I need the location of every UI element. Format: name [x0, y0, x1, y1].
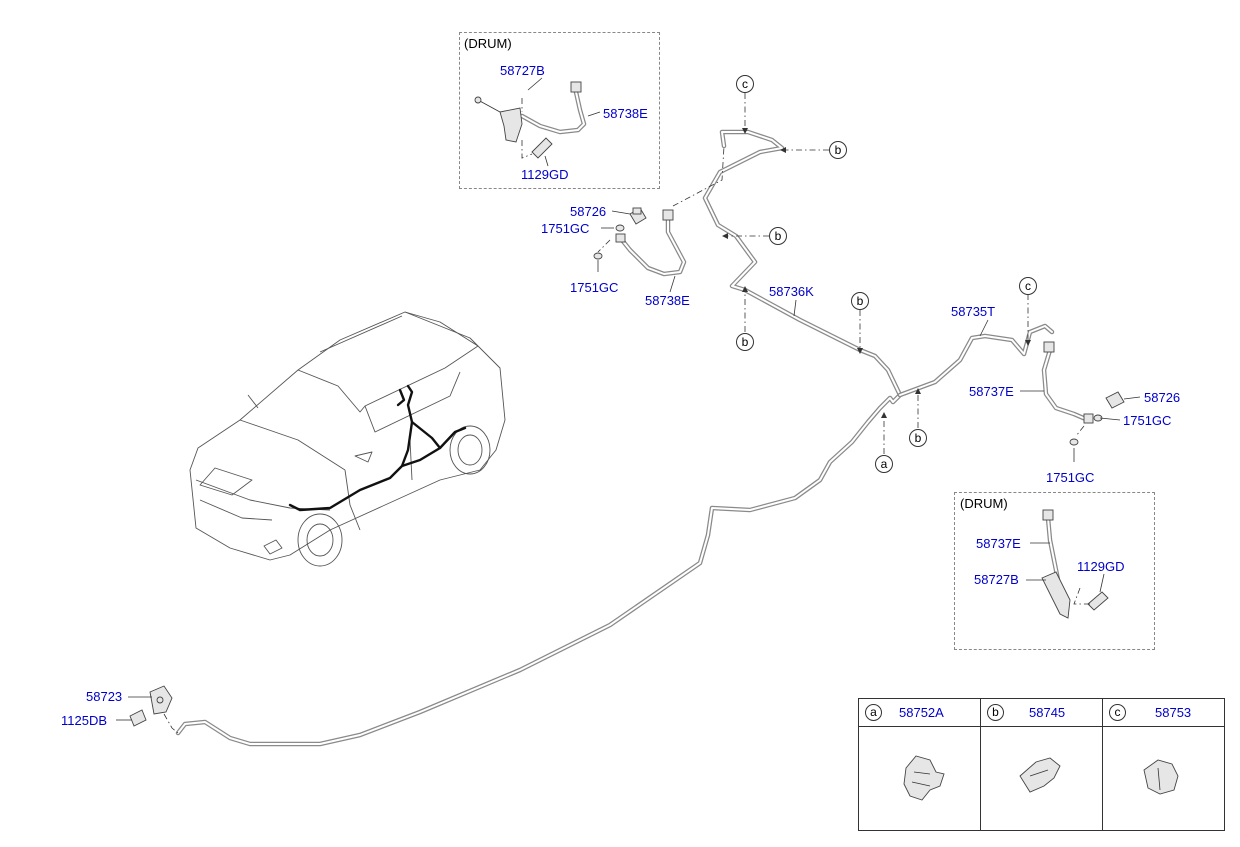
callout-58726-left[interactable]: 58726 [570, 204, 607, 219]
legend-part-number-a[interactable]: 58752A [899, 705, 944, 720]
callout-58737E-drum-right[interactable]: 58737E [976, 536, 1021, 551]
legend-letter-b: b [987, 704, 1004, 721]
clip-marker-b-low[interactable]: b [736, 333, 754, 351]
clip-legend-table: a 58752A b 58745 c 58753 [858, 698, 1225, 831]
legend-letter-a: a [865, 704, 882, 721]
bracket-58727B-drum-left [474, 96, 523, 143]
callout-58738E-drum-left[interactable]: 58738E [603, 106, 648, 121]
legend-part-cell-b [981, 727, 1102, 830]
drum-label-left: (DRUM) [464, 36, 512, 51]
legend-part-cell-a [859, 727, 980, 830]
callout-1129GD-drum-right[interactable]: 1129GD [1077, 559, 1125, 574]
callout-58737E-right[interactable]: 58737E [969, 384, 1014, 399]
legend-part-number-c[interactable]: 58753 [1155, 705, 1192, 720]
clip-c-icon [1143, 759, 1179, 795]
drum-detail-box-right [954, 492, 1155, 650]
hose-58737E-right [1041, 341, 1094, 424]
legend-column-a: a 58752A [859, 699, 981, 830]
clip-marker-c-top[interactable]: c [736, 75, 754, 93]
callout-58738E-left[interactable]: 58738E [645, 293, 690, 308]
front-brake-pipe [175, 392, 903, 747]
clip-marker-b-mid[interactable]: b [769, 227, 787, 245]
callout-1751GC-left-top[interactable]: 1751GC [541, 221, 590, 236]
callout-58736K[interactable]: 58736K [769, 284, 814, 299]
vehicle-illustration [189, 311, 506, 567]
legend-part-cell-c [1103, 727, 1224, 830]
clip-marker-b-top[interactable]: b [829, 141, 847, 159]
legend-header-a: a 58752A [859, 699, 980, 727]
drum-label-right: (DRUM) [960, 496, 1008, 511]
legend-letter-c: c [1109, 704, 1126, 721]
callout-1751GC-right-top[interactable]: 1751GC [1123, 413, 1172, 428]
callout-1751GC-left-bottom[interactable]: 1751GC [570, 280, 619, 295]
leader-lines [116, 77, 1141, 734]
bolt-1129GD-drum-left [531, 137, 553, 159]
washers-1751GC [593, 224, 1103, 446]
callout-58727B-drum-right[interactable]: 58727B [974, 572, 1019, 587]
clip-a-icon [903, 755, 945, 801]
callout-1129GD-drum-left[interactable]: 1129GD [521, 167, 569, 182]
callout-1125DB[interactable]: 1125DB [61, 713, 108, 728]
legend-header-c: c 58753 [1103, 699, 1224, 727]
legend-column-c: c 58753 [1103, 699, 1224, 830]
pipe-58736K [702, 129, 903, 398]
clip-arrows [722, 128, 1031, 418]
bolt-58726-right [1105, 391, 1125, 409]
legend-part-number-b[interactable]: 58745 [1029, 705, 1066, 720]
clip-marker-b-center[interactable]: b [851, 292, 869, 310]
callout-58727B-drum-left[interactable]: 58727B [500, 63, 545, 78]
callout-58735T[interactable]: 58735T [951, 304, 996, 319]
drum-detail-box-left [459, 32, 660, 189]
callout-1751GC-right-bottom[interactable]: 1751GC [1046, 470, 1095, 485]
clip-b-icon [1019, 757, 1061, 793]
bolt-1129GD-drum-right [1087, 591, 1109, 611]
clip-marker-a-center[interactable]: a [875, 455, 893, 473]
clip-marker-c-right[interactable]: c [1019, 277, 1037, 295]
legend-column-b: b 58745 [981, 699, 1103, 830]
callout-58726-right[interactable]: 58726 [1144, 390, 1181, 405]
bracket-58727B-drum-right [1041, 571, 1071, 619]
hose-58738E-left [615, 209, 687, 277]
callout-58723[interactable]: 58723 [86, 689, 123, 704]
fitting-58723 [129, 685, 173, 727]
pipe-58735T [897, 323, 1055, 398]
hose-58738E-drum-left [519, 81, 587, 135]
clip-marker-b-right[interactable]: b [909, 429, 927, 447]
legend-header-b: b 58745 [981, 699, 1102, 727]
bolt-58726-left [629, 207, 647, 225]
